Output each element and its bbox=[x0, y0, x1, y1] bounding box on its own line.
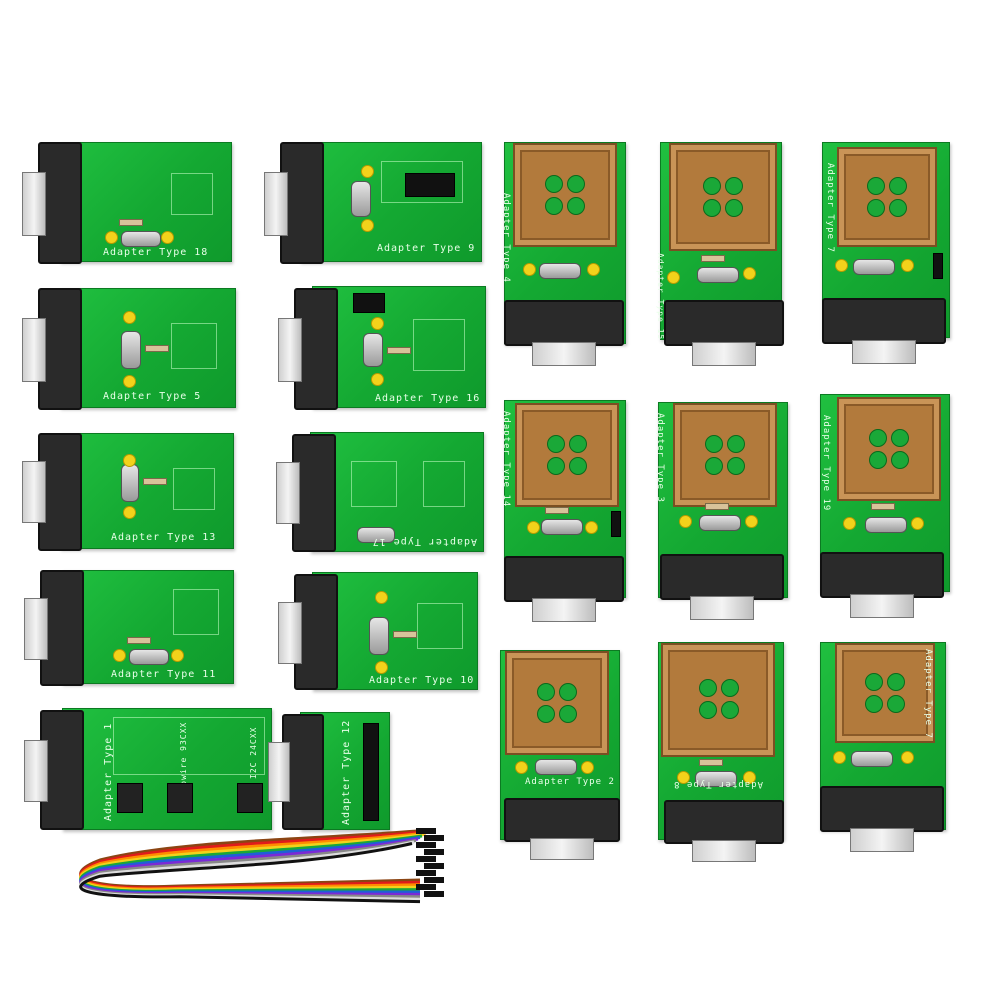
adapter-type-13: Adapter Type 13 bbox=[60, 433, 234, 549]
db9-connector bbox=[278, 574, 338, 690]
dupont-connector bbox=[424, 863, 444, 869]
adapter-type-5: Adapter Type 5 bbox=[60, 288, 236, 408]
db9-connector bbox=[264, 142, 324, 264]
adapter-label: Adapter Type 13 bbox=[111, 532, 217, 543]
adapter-type-9: Adapter Type 9 bbox=[300, 142, 482, 262]
plcc-socket bbox=[837, 147, 937, 247]
adapter-label: Adapter Type 5 bbox=[103, 391, 202, 402]
adapter-label: Adapter Type 12 bbox=[341, 719, 352, 825]
adapter-label: Adapter Type 18 bbox=[103, 247, 209, 258]
plcc-socket bbox=[835, 643, 935, 743]
db9-connector bbox=[660, 554, 784, 620]
db9-connector bbox=[664, 300, 784, 366]
plcc-socket bbox=[669, 143, 777, 251]
adapter-label: Adapter Type 4 bbox=[501, 193, 511, 283]
db9-connector bbox=[22, 433, 82, 551]
adapter-label: Adapter Type 16 bbox=[375, 393, 481, 404]
adapter-type-10: Adapter Type 10 bbox=[312, 572, 478, 690]
plcc-socket bbox=[673, 403, 777, 507]
db9-connector bbox=[276, 434, 336, 552]
adapter-label: Adapter Type 17 bbox=[371, 536, 477, 547]
adapter-label: Adapter Type 14 bbox=[501, 411, 511, 508]
crystal bbox=[121, 231, 161, 247]
adapter-label: Adapter Type 7 bbox=[825, 163, 835, 253]
plcc-socket bbox=[515, 403, 619, 507]
db9-connector bbox=[504, 300, 624, 366]
db9-connector bbox=[268, 714, 324, 830]
db9-connector bbox=[820, 552, 944, 618]
plcc-socket bbox=[513, 143, 617, 247]
db9-connector bbox=[22, 288, 82, 410]
adapter-label: Adapter Type 11 bbox=[111, 669, 217, 680]
db9-connector bbox=[22, 142, 82, 264]
adapter-label: Adapter Type 9 bbox=[377, 243, 476, 254]
dupont-connector bbox=[424, 835, 444, 841]
adapter-label: Adapter Type 8 bbox=[673, 779, 763, 789]
db9-connector bbox=[24, 570, 84, 686]
dupont-connector bbox=[416, 856, 436, 862]
adapter-type-18: Adapter Type 18 bbox=[60, 142, 232, 262]
db9-connector bbox=[664, 800, 784, 862]
adapter-label: Adapter Type 2 bbox=[525, 777, 615, 787]
dupont-connector bbox=[416, 828, 436, 834]
db9-connector bbox=[24, 710, 84, 830]
adapter-type-11: Adapter Type 11 bbox=[62, 570, 234, 684]
dupont-connector bbox=[424, 891, 444, 897]
adapter-type-1: Adapter Type 1 Microwire 93CXX I2C 24CXX bbox=[62, 708, 272, 830]
adapter-type-17: Adapter Type 17 bbox=[310, 432, 484, 552]
adapter-label: Adapter Type 3 bbox=[655, 413, 665, 503]
adapter-type-16: Adapter Type 16 bbox=[312, 286, 486, 408]
plcc-socket bbox=[837, 397, 941, 501]
dupont-connector bbox=[416, 842, 436, 848]
db9-connector bbox=[820, 786, 944, 852]
db9-connector bbox=[278, 288, 338, 410]
db9-connector bbox=[822, 298, 946, 364]
db9-connector bbox=[504, 556, 624, 622]
adapter-label: Adapter Type 7 bbox=[923, 649, 933, 739]
dupont-connector bbox=[424, 849, 444, 855]
dupont-connector bbox=[416, 870, 436, 876]
adapter-label: Adapter Type 19 bbox=[821, 415, 831, 512]
plcc-socket bbox=[661, 643, 775, 757]
dupont-connector bbox=[416, 884, 436, 890]
db9-connector bbox=[504, 798, 620, 860]
cable-wire bbox=[79, 842, 421, 904]
dupont-connector bbox=[424, 877, 444, 883]
plcc-socket bbox=[505, 651, 609, 755]
jumper-cable bbox=[79, 828, 444, 904]
adapter-label: Adapter Type 10 bbox=[369, 675, 475, 686]
